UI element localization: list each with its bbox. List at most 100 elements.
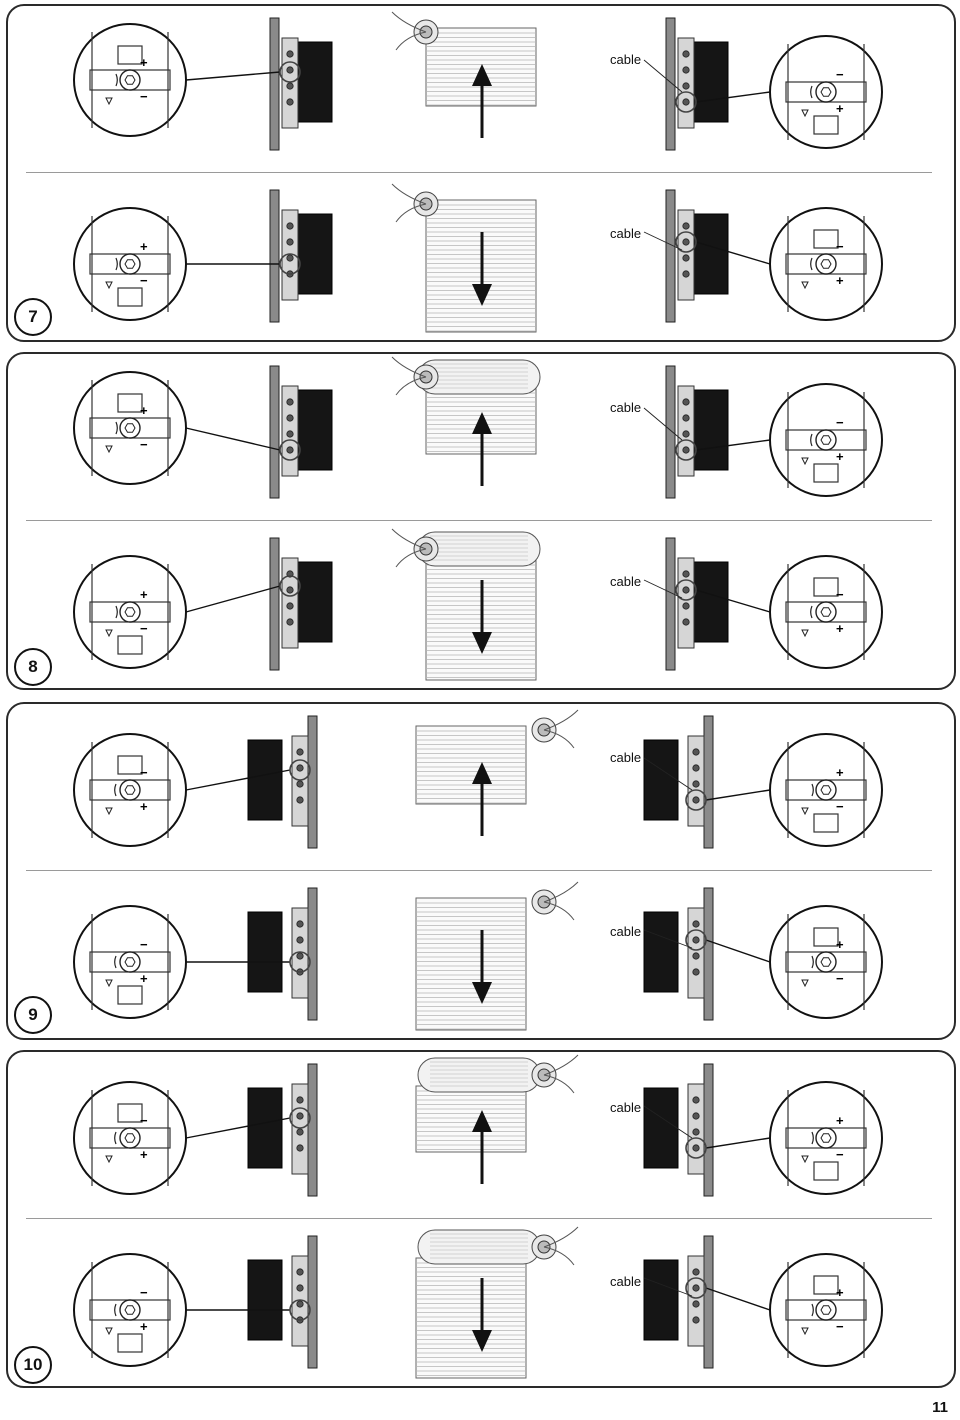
limit-screw-icon: [682, 398, 690, 406]
rotation-arrow-icon: [115, 421, 118, 435]
leader-line: [185, 1117, 291, 1139]
page-number: 11: [932, 1399, 948, 1416]
hex-socket: [124, 1133, 136, 1143]
leader-line: [185, 769, 291, 791]
mounting-plate: [703, 715, 714, 849]
cable-pointer-line: [643, 231, 683, 251]
plus-icon: +: [836, 101, 844, 116]
minus-icon: −: [140, 89, 148, 104]
minus-icon: −: [836, 1147, 844, 1162]
limit-screw-icon: [296, 1300, 304, 1308]
plus-icon: +: [140, 55, 148, 70]
limit-screw-icon: [682, 98, 690, 106]
right-motor-assembly: [665, 365, 729, 499]
rotation-arrow-icon: [115, 73, 118, 87]
limit-screw-icon: [682, 602, 690, 610]
rotation-arrow-icon: [810, 433, 813, 447]
hex-screw-icon: [815, 253, 837, 275]
triangle-marker-icon: [801, 1327, 809, 1336]
hex-screw-icon: [119, 1299, 141, 1321]
arrowhead-down-icon: [472, 632, 492, 654]
cable-wire: [395, 548, 427, 568]
cable-pointer-line: [643, 929, 693, 949]
limit-screw-icon: [296, 952, 304, 960]
hex-screw-icon: [815, 81, 837, 103]
hex-screw-icon: [119, 417, 141, 439]
cable-pointer-line: [643, 757, 693, 791]
cam-block: [117, 287, 143, 307]
highlight-ring: [675, 439, 697, 461]
shutter-slats: [415, 1085, 527, 1153]
cable-wire: [543, 901, 575, 921]
limit-screw-icon: [286, 66, 294, 74]
highlight-ring: [675, 231, 697, 253]
arrowhead-up-icon: [472, 412, 492, 434]
limit-screw-icon: [692, 968, 700, 976]
hex-socket: [820, 785, 832, 795]
right-motor-assembly: [643, 1063, 714, 1197]
motor-body: [247, 1087, 283, 1169]
roll-tube: [417, 1229, 541, 1265]
detail-contents: +−: [785, 216, 867, 312]
highlight-ring: [685, 789, 707, 811]
rotation-arrow-icon: [811, 955, 814, 969]
highlight-ring: [675, 91, 697, 113]
highlight-ring: [279, 253, 301, 275]
limit-screw-icon: [682, 414, 690, 422]
fig8-row-down: +−+− cable: [0, 528, 960, 700]
detail-contents: +−: [89, 380, 171, 476]
hex-screw-icon: [119, 779, 141, 801]
figure-number-8: 8: [14, 648, 52, 686]
left-motor-assembly: [269, 189, 333, 323]
cam-block: [813, 115, 839, 135]
right-motor-assembly: [665, 537, 729, 671]
minus-icon: −: [140, 437, 148, 452]
limit-screw-icon: [682, 586, 690, 594]
roller-shutter: [415, 709, 579, 836]
cable-wire: [391, 11, 427, 33]
motor-body: [643, 739, 679, 821]
mounting-plate: [269, 189, 280, 323]
motor-diagram: +−+−: [73, 528, 883, 681]
figure-8-divider: [26, 520, 932, 521]
detail-contents: +−: [785, 44, 867, 140]
motor-body: [693, 41, 729, 123]
motor-body: [643, 1087, 679, 1169]
cable-wire: [395, 203, 427, 223]
cable-label: cable: [610, 574, 642, 589]
limit-screw-icon: [682, 238, 690, 246]
shutter-slats: [415, 1257, 527, 1379]
hex-socket: [820, 607, 832, 617]
leader-line: [185, 71, 281, 81]
hex-screw-icon: [815, 429, 837, 451]
triangle-marker-icon: [801, 457, 809, 466]
plus-icon: +: [836, 621, 844, 636]
mounting-plate: [703, 1235, 714, 1369]
left-motor-assembly: [269, 365, 333, 499]
rotation-arrow-icon: [811, 1131, 814, 1145]
roll-tube: [417, 1057, 541, 1093]
leader-line: [705, 789, 771, 801]
cam-block: [813, 577, 839, 597]
cable-label: cable: [610, 1100, 642, 1115]
highlight-ring: [279, 575, 301, 597]
detail-contents: +−: [89, 1262, 171, 1358]
cam-block: [117, 755, 143, 775]
plus-icon: +: [836, 1113, 844, 1128]
hex-socket: [820, 1305, 832, 1315]
limit-screw-icon: [296, 1268, 304, 1276]
mounting-plate: [665, 365, 676, 499]
limit-screw-icon: [692, 952, 700, 960]
arrowhead-up-icon: [472, 1110, 492, 1132]
limit-screw-icon: [692, 1300, 700, 1308]
arrowhead-down-icon: [472, 284, 492, 306]
limit-screw-icon: [692, 1268, 700, 1276]
limit-screw-icon: [296, 1096, 304, 1104]
mounting-plate: [703, 887, 714, 1021]
rotation-arrow-icon: [810, 257, 813, 271]
leader-line: [705, 1137, 771, 1149]
cam-block: [117, 1103, 143, 1123]
cable-label: cable: [610, 1274, 642, 1289]
hex-socket: [820, 957, 832, 967]
limit-screw-icon: [286, 98, 294, 106]
